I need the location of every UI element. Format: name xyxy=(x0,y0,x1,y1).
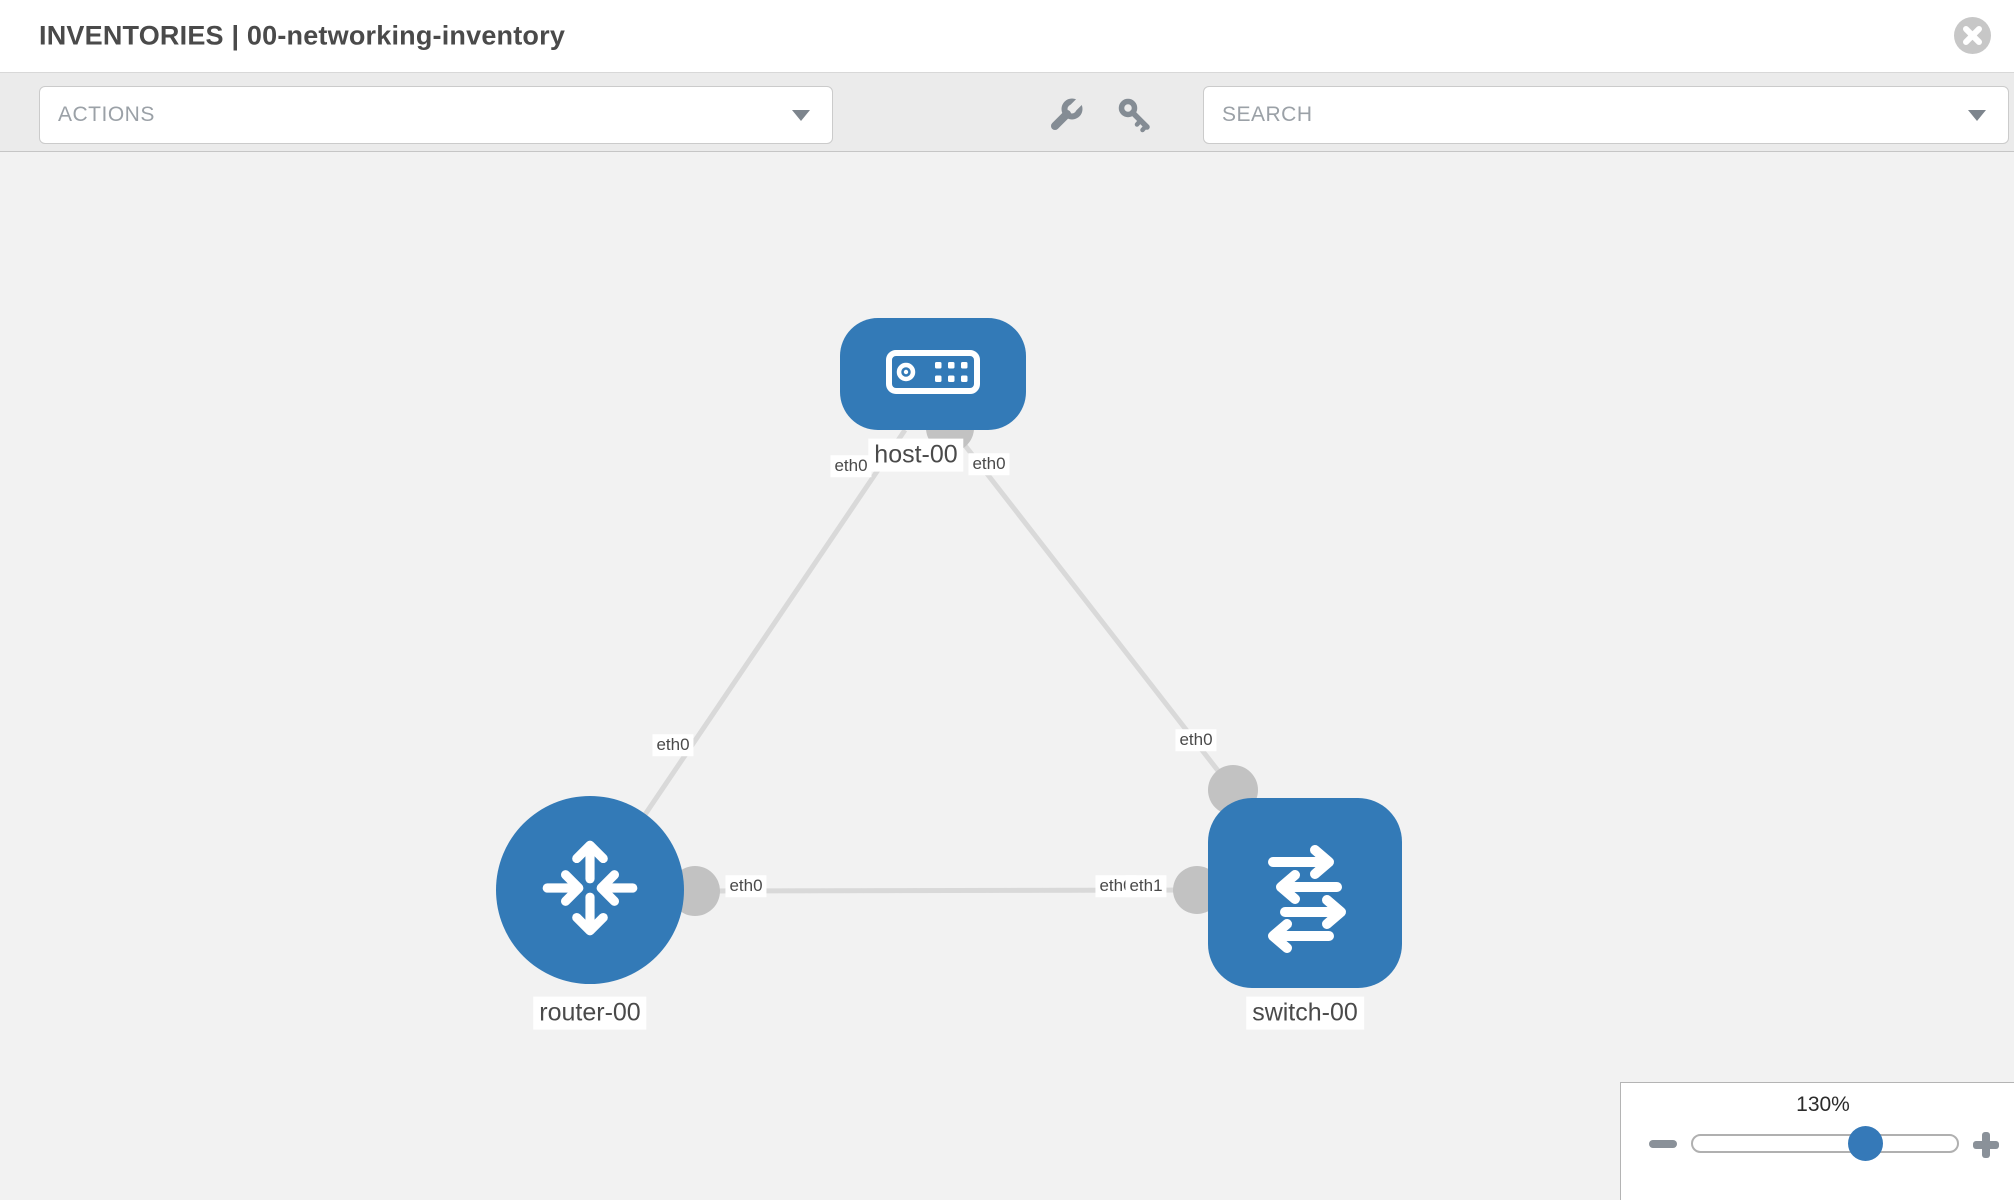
zoom-panel: 130% xyxy=(1620,1082,2014,1200)
wrench-icon xyxy=(1047,96,1085,138)
chevron-down-icon xyxy=(792,110,810,121)
node-label-switch: switch-00 xyxy=(1246,996,1364,1030)
node-switch-00[interactable] xyxy=(1208,798,1402,988)
node-label-host: host-00 xyxy=(868,438,964,472)
close-button[interactable] xyxy=(1954,17,1991,54)
node-label-router: router-00 xyxy=(533,996,647,1030)
if-label-mid-eth1-over: eth1 xyxy=(1125,875,1167,897)
page-title: INVENTORIES | 00-networking-inventory xyxy=(39,20,566,51)
chevron-down-icon xyxy=(1968,110,1986,121)
actions-dropdown-label: ACTIONS xyxy=(58,103,155,126)
key-icon xyxy=(1116,98,1154,138)
actions-dropdown[interactable]: ACTIONS xyxy=(39,86,833,144)
topology-links xyxy=(637,404,1258,916)
link-host-router xyxy=(637,428,908,824)
zoom-out-button[interactable] xyxy=(1649,1140,1677,1148)
search-dropdown[interactable]: SEARCH xyxy=(1203,86,2009,144)
if-label-host-eth0-left: eth0 xyxy=(830,455,872,477)
key-button[interactable] xyxy=(1116,96,1154,134)
zoom-slider-track[interactable] xyxy=(1691,1134,1959,1153)
host-icon xyxy=(885,349,981,400)
router-icon xyxy=(534,832,646,949)
zoom-slider-thumb[interactable] xyxy=(1848,1126,1883,1161)
wrench-button[interactable] xyxy=(1047,96,1085,134)
zoom-level: 130% xyxy=(1796,1093,1850,1116)
toolbar: ACTIONS SEARC xyxy=(0,72,2014,152)
if-label-router-eth0-top: eth0 xyxy=(652,734,694,756)
header: INVENTORIES | 00-networking-inventory xyxy=(0,0,2014,72)
if-label-host-eth0-right: eth0 xyxy=(968,453,1010,475)
search-dropdown-label: SEARCH xyxy=(1222,103,1313,126)
if-label-switch-eth0-top: eth0 xyxy=(1175,729,1217,751)
zoom-in-button[interactable] xyxy=(1973,1132,1999,1158)
node-host-00[interactable] xyxy=(840,318,1026,430)
switch-icon xyxy=(1243,829,1367,958)
topology-canvas[interactable]: host-00 router-00 switch-00 eth0 eth0 et… xyxy=(0,152,2014,1200)
if-label-mid-eth0-router: eth0 xyxy=(725,875,767,897)
node-router-00[interactable] xyxy=(496,796,684,984)
